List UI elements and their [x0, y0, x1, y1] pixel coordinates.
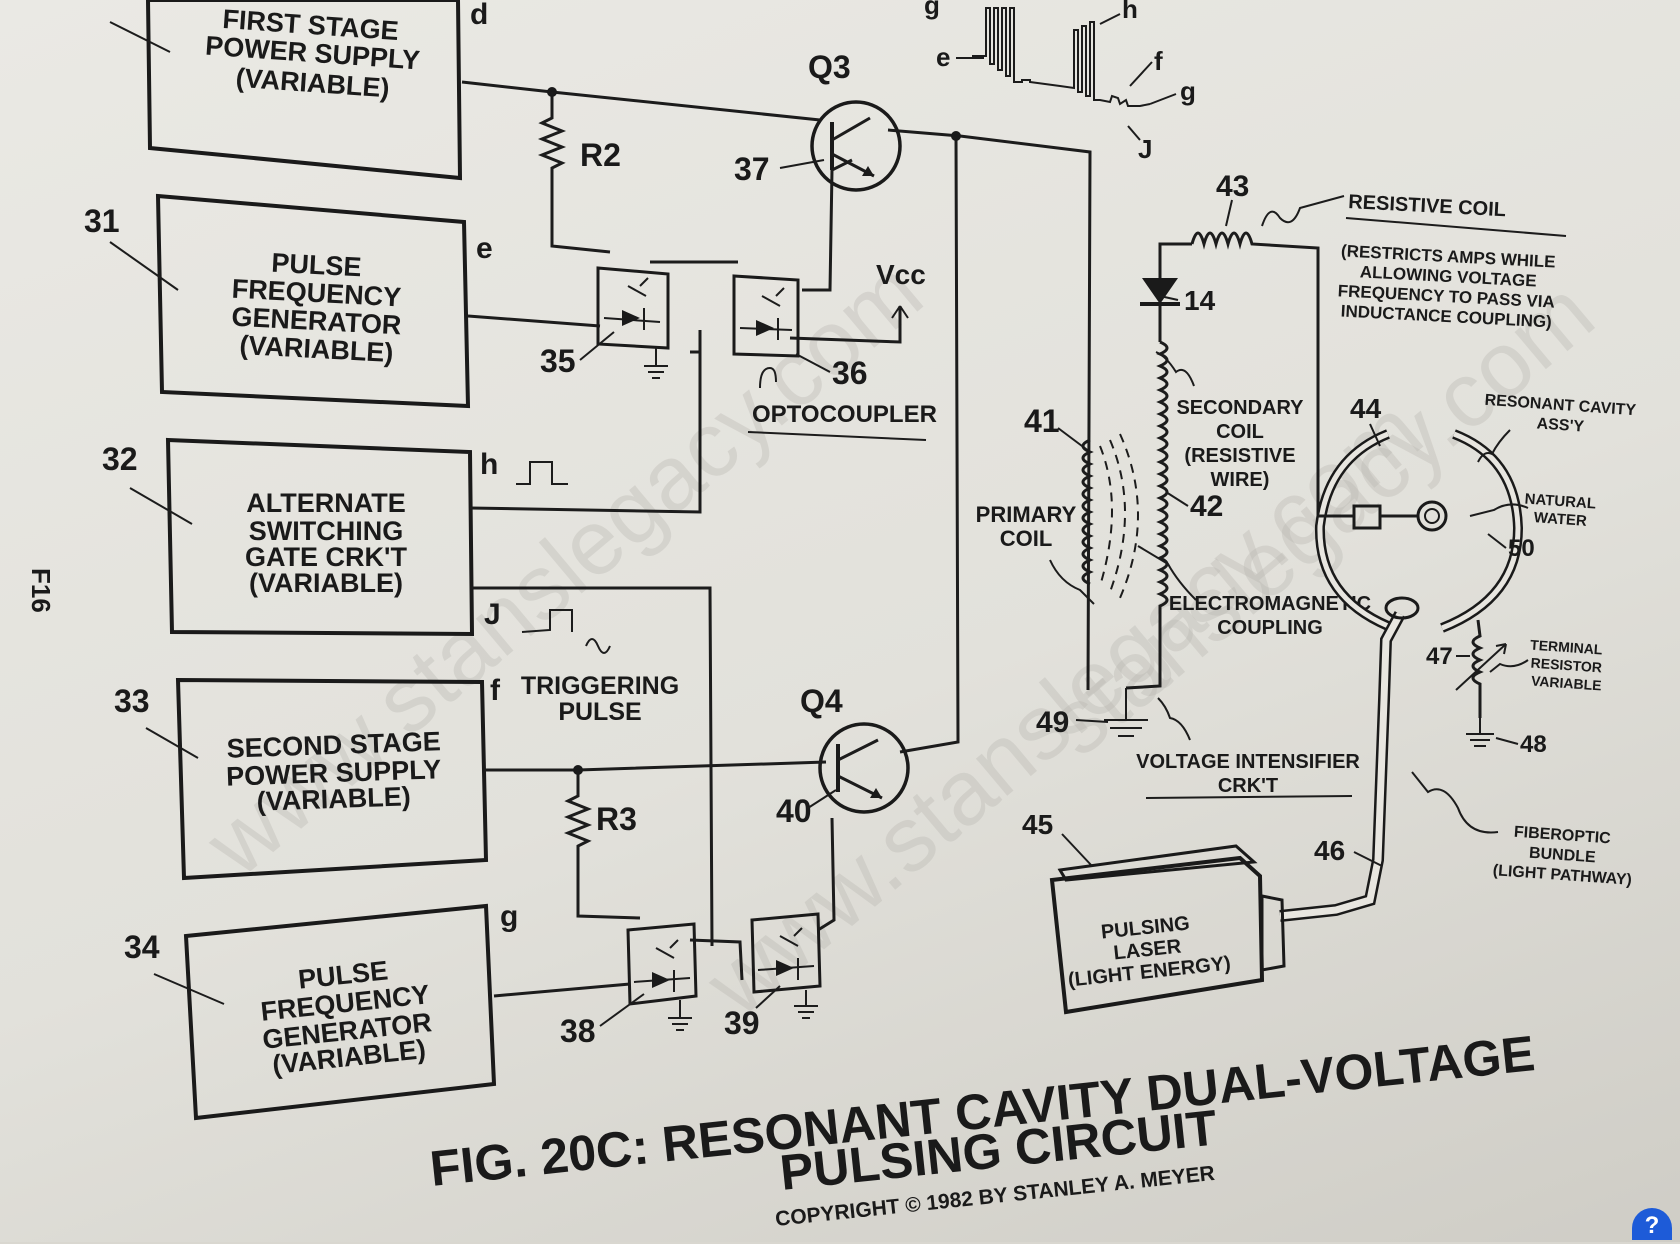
pulse-waveform-h — [516, 461, 568, 485]
component-number-43: 43 — [1216, 170, 1249, 203]
electromagnetic-coupling-label: COUPLING — [1217, 617, 1323, 639]
block-number: 32 — [102, 441, 138, 477]
waveform-label-e: e — [936, 42, 950, 72]
secondary-coil-label: WIRE) — [1211, 469, 1270, 491]
component-number-45: 45 — [1022, 809, 1053, 840]
block-label: SWITCHING — [249, 516, 404, 546]
resonant-cavity-label: ASS'Y — [1536, 415, 1585, 435]
pulsing-laser: PULSING LASER (LIGHT ENERGY) 45 — [1022, 809, 1286, 1015]
resistive-coil-label: RESISTIVE COIL — [1348, 191, 1507, 221]
component-number-39: 39 — [724, 1005, 760, 1041]
secondary-coil-label: SECONDARY — [1176, 397, 1304, 419]
block-second-stage-power-supply: 33 SECOND STAGE POWER SUPPLY (VARIABLE) — [114, 677, 489, 881]
signal-label-e: e — [476, 232, 493, 265]
pulse-waveform-j — [521, 609, 573, 633]
signal-label-h: h — [480, 448, 498, 481]
block-first-stage-power-supply: FIRST STAGE POWER SUPPLY (VARIABLE) — [109, 0, 463, 181]
signal-label-f: f — [490, 674, 501, 707]
block-pulse-frequency-generator-34: 34 PULSE FREQUENCY GENERATOR (VARIABLE) — [124, 903, 497, 1121]
block-label: SECOND STAGE — [226, 726, 441, 763]
q4-label: Q4 — [800, 683, 843, 719]
help-button[interactable]: ? — [1632, 1208, 1672, 1240]
fiberoptic-label: BUNDLE — [1528, 845, 1596, 867]
primary-coil-label: PRIMARY — [976, 502, 1077, 527]
triggering-pulse-label: PULSE — [558, 698, 641, 726]
block-label: (VARIABLE) — [249, 568, 403, 598]
waveform-label-h: h — [1122, 0, 1138, 24]
waveform-diagram: g e h f g J — [924, 0, 1196, 164]
block-label: GATE CRK'T — [245, 542, 407, 572]
voltage-intensifier-label: CRK'T — [1218, 775, 1278, 797]
r3-label: R3 — [596, 801, 637, 837]
component-number-44: 44 — [1350, 393, 1382, 424]
component-number-42: 42 — [1190, 490, 1223, 523]
signal-label-d: d — [470, 0, 488, 31]
component-number-46: 46 — [1314, 835, 1345, 866]
signal-label-j: J — [484, 598, 501, 631]
optocoupler-39: 39 — [724, 912, 822, 1041]
optocoupler-36: 36 OPTOCOUPLER Vcc — [732, 259, 937, 441]
secondary-coil-label: COIL — [1216, 421, 1264, 443]
fiberoptic-label: (LIGHT PATHWAY) — [1492, 862, 1632, 889]
block-label: PULSE — [271, 248, 362, 283]
vcc-label: Vcc — [876, 259, 926, 290]
fiberoptic-label: FIBEROPTIC — [1513, 824, 1611, 848]
natural-water-label: NATURAL — [1524, 491, 1596, 513]
component-number-40: 40 — [776, 793, 812, 829]
waveform-label-g: g — [924, 0, 940, 20]
primary-coil-label: COIL — [1000, 526, 1053, 551]
component-number-47: 47 — [1426, 643, 1453, 670]
terminal-resistor-label: VARIABLE — [1531, 673, 1602, 694]
block-label: (VARIABLE) — [256, 781, 411, 816]
secondary-coil-label: (RESISTIVE — [1184, 445, 1295, 467]
component-number-36: 36 — [832, 355, 868, 391]
circuit-wires — [461, 80, 1092, 998]
natural-water-label: WATER — [1533, 509, 1587, 530]
optocoupler-38: 38 — [560, 922, 698, 1049]
trigger-squiggle — [585, 638, 611, 654]
terminal-resistor-label: TERMINAL — [1530, 637, 1604, 658]
block-pulse-frequency-generator-31: 31 PULSE FREQUENCY GENERATOR (VARIABLE) — [84, 193, 471, 409]
resonant-cavity-assembly: 44 RESONANT CAVITY ASS'Y NATURAL WATER 5… — [1314, 392, 1637, 758]
component-number-48: 48 — [1520, 731, 1547, 758]
block-number: 33 — [114, 683, 150, 719]
block-number: 34 — [124, 929, 160, 965]
voltage-intensifier-label: VOLTAGE INTENSIFIER — [1136, 751, 1360, 773]
signal-label-g: g — [500, 900, 518, 933]
margin-label: F16 — [26, 568, 56, 613]
transistor-q3: Q3 37 — [734, 49, 902, 192]
component-number-35: 35 — [540, 343, 576, 379]
voltage-intensifier-circuit: 14 43 49 41 42 PRIMARY COIL SECONDARY CO… — [976, 170, 1371, 799]
triggering-pulse-label: TRIGGERING — [521, 672, 679, 700]
component-number-50: 50 — [1508, 535, 1535, 562]
block-label: ALTERNATE — [246, 488, 405, 518]
figure-caption: FIG. 20C: RESONANT CAVITY DUAL-VOLTAGE P… — [427, 1025, 1537, 1231]
resistive-coil-annotation: RESISTIVE COIL (RESTRICTS AMPS WHILE ALL… — [1337, 191, 1567, 332]
block-number: 31 — [84, 203, 120, 239]
component-number-49: 49 — [1036, 706, 1069, 739]
component-number-41: 41 — [1024, 403, 1060, 439]
electromagnetic-coupling-label: ELECTROMAGNETIC — [1169, 593, 1371, 615]
component-number-37: 37 — [734, 151, 770, 187]
waveform-label-f: f — [1154, 46, 1163, 76]
transistor-q4: Q4 40 — [776, 683, 910, 829]
block-alternate-switching-gate: 32 ALTERNATE SWITCHING GATE CRK'T (VARIA… — [102, 437, 475, 637]
terminal-resistor-label: RESISTOR — [1530, 655, 1602, 676]
q3-label: Q3 — [808, 49, 851, 85]
r2-label: R2 — [580, 137, 621, 173]
waveform-label-j: J — [1138, 134, 1152, 164]
diode-number-14: 14 — [1184, 285, 1216, 316]
component-number-38: 38 — [560, 1013, 596, 1049]
optocoupler-35: 35 — [540, 266, 670, 379]
optocoupler-label: OPTOCOUPLER — [752, 401, 937, 428]
waveform-label-g2: g — [1180, 76, 1196, 106]
